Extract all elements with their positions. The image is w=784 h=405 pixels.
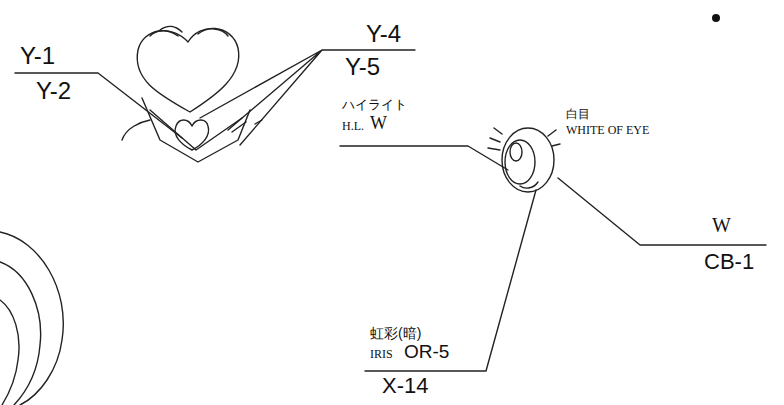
heart-outline — [137, 28, 239, 112]
leader-line — [200, 50, 415, 145]
part-code: Y-4 — [366, 22, 401, 46]
small-heart — [175, 120, 208, 150]
part-name: WHITE OF EYE — [566, 124, 649, 136]
part-name: 虹彩(暗) — [370, 326, 421, 340]
color-code: W — [370, 114, 387, 132]
part-code: Y-2 — [36, 79, 71, 103]
part-code: Y-1 — [20, 44, 55, 68]
dot — [712, 14, 720, 22]
leader-line — [365, 190, 536, 371]
part-name: ハイライト — [342, 98, 407, 111]
part-code: Y-5 — [345, 55, 380, 79]
part-name: H.L. — [342, 120, 364, 132]
color-code: OR-5 — [404, 342, 449, 361]
color-code: W — [712, 215, 731, 235]
sphere-arc — [0, 232, 63, 405]
highlight — [510, 143, 522, 161]
leader-line — [558, 178, 766, 245]
leader-line — [15, 73, 182, 138]
eye-outline — [502, 128, 554, 192]
eye-lashes — [488, 128, 560, 188]
part-name: IRIS — [370, 348, 393, 360]
sphere-arc — [0, 300, 19, 405]
color-code: X-14 — [382, 375, 428, 397]
iris — [505, 140, 535, 184]
part-name: 白目 — [566, 108, 590, 120]
sphere-arc — [0, 262, 41, 405]
heart-shine — [150, 26, 228, 36]
leader-line — [340, 146, 508, 170]
color-code: CB-1 — [704, 251, 754, 273]
heart-strokes — [122, 120, 262, 140]
